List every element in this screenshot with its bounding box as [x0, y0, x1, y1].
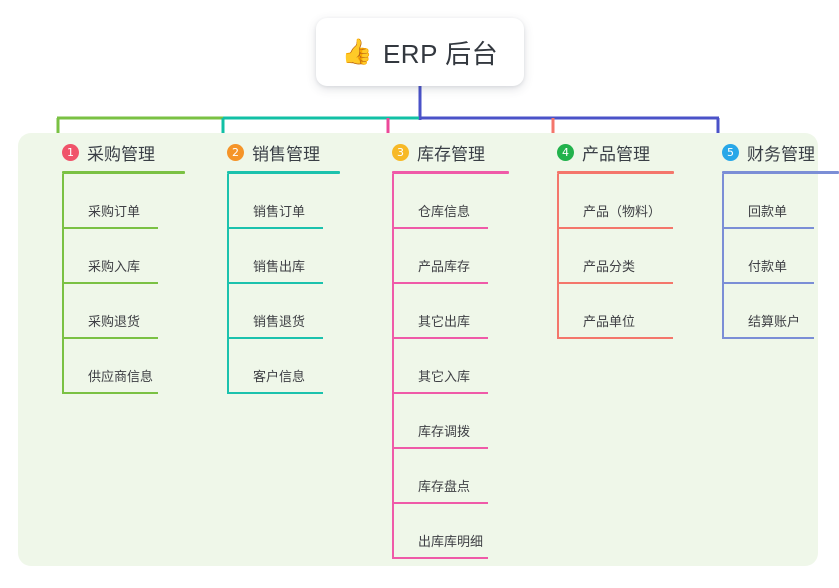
branch-number-badge: 2	[227, 143, 244, 161]
leaf-label: 产品（物料）	[583, 204, 662, 219]
leaf-rule	[62, 392, 158, 394]
branch-header-1[interactable]: 1 采购管理	[40, 133, 155, 171]
leaf-rule	[392, 557, 488, 559]
leaf-rule	[62, 227, 158, 229]
branch-header-rule	[62, 171, 185, 174]
leaf-label: 采购入库	[88, 259, 141, 274]
leaf-label: 供应商信息	[88, 369, 154, 384]
leaf-label: 产品分类	[583, 259, 636, 274]
leaf-rule	[227, 392, 323, 394]
branch-title: 库存管理	[417, 144, 485, 164]
branch-title: 销售管理	[252, 144, 320, 164]
branch-header-3[interactable]: 3 库存管理	[370, 133, 485, 171]
leaf-rule	[227, 337, 323, 339]
branch-spine	[227, 174, 229, 394]
leaf-rule	[392, 337, 488, 339]
branch-header-5[interactable]: 5 财务管理	[700, 133, 815, 171]
leaf-rule	[392, 502, 488, 504]
branch-column-1: 1 采购管理采购订单采购入库采购退货供应商信息	[40, 133, 185, 394]
branch-header-rule	[557, 171, 674, 174]
root-node-content: 👍 ERP 后台	[342, 34, 498, 71]
branch-number-badge: 5	[722, 143, 739, 161]
leaf-label: 客户信息	[253, 369, 306, 384]
branch-column-4: 4 产品管理产品（物料） 产品分类产品单位	[535, 133, 674, 339]
branch-header-rule	[722, 171, 839, 174]
leaf-rule	[227, 282, 323, 284]
leaf-rule	[557, 282, 673, 284]
leaf-label: 销售退货	[253, 314, 306, 329]
leaf-label: 采购退货	[88, 314, 141, 329]
branch-column-3: 3 库存管理仓库信息产品库存其它出库其它入库库存调拨库存盘点出库库明细	[370, 133, 509, 559]
root-node-title: ERP 后台	[382, 38, 499, 69]
branch-title: 财务管理	[747, 144, 815, 164]
branch-number-badge: 3	[392, 143, 409, 161]
branch-spine	[722, 174, 724, 339]
leaf-rule	[392, 447, 488, 449]
branch-header-4[interactable]: 4 产品管理	[535, 133, 650, 171]
branch-title: 采购管理	[87, 144, 155, 164]
leaf-rule	[392, 282, 488, 284]
branch-spine	[392, 174, 394, 559]
leaf-label: 仓库信息	[418, 204, 471, 219]
leaf-rule	[392, 227, 488, 229]
branch-number-badge: 4	[557, 143, 574, 161]
leaf-label: 出库库明细	[418, 534, 484, 549]
leaf-rule	[722, 337, 814, 339]
thumbs-up-icon: 👍	[341, 37, 373, 66]
leaf-label: 回款单	[748, 204, 788, 219]
branch-spine	[62, 174, 64, 394]
leaf-rule	[392, 392, 488, 394]
branches-panel: 1 采购管理采购订单采购入库采购退货供应商信息 2 销售管理销售订单销售出库销售退货客…	[18, 133, 839, 566]
leaf-rule	[62, 282, 158, 284]
leaf-rule	[557, 227, 673, 229]
branch-header-rule	[227, 171, 340, 174]
root-node-card[interactable]: 👍 ERP 后台	[316, 18, 524, 86]
leaf-rule	[557, 337, 673, 339]
leaf-label: 库存调拨	[418, 424, 471, 439]
leaf-rule	[722, 282, 814, 284]
leaf-label: 产品库存	[418, 259, 471, 274]
leaf-label: 其它出库	[418, 314, 471, 329]
leaf-label: 其它入库	[418, 369, 471, 384]
leaf-label: 销售订单	[253, 204, 306, 219]
leaf-label: 销售出库	[253, 259, 306, 274]
branch-title: 产品管理	[582, 144, 650, 164]
branch-number-badge: 1	[62, 143, 79, 161]
leaf-label: 产品单位	[583, 314, 636, 329]
leaf-label: 库存盘点	[418, 479, 471, 494]
branch-header-rule	[392, 171, 509, 174]
branch-spine	[557, 174, 559, 339]
leaf-rule	[722, 227, 814, 229]
branch-header-2[interactable]: 2 销售管理	[205, 133, 320, 171]
leaf-rule	[227, 227, 323, 229]
leaf-label: 结算账户	[748, 314, 801, 329]
leaf-rule	[62, 337, 158, 339]
leaf-label: 采购订单	[88, 204, 141, 219]
branch-column-5: 5 财务管理回款单付款单结算账户	[700, 133, 839, 339]
branch-column-2: 2 销售管理销售订单销售出库销售退货客户信息	[205, 133, 340, 394]
leaf-label: 付款单	[748, 259, 788, 274]
